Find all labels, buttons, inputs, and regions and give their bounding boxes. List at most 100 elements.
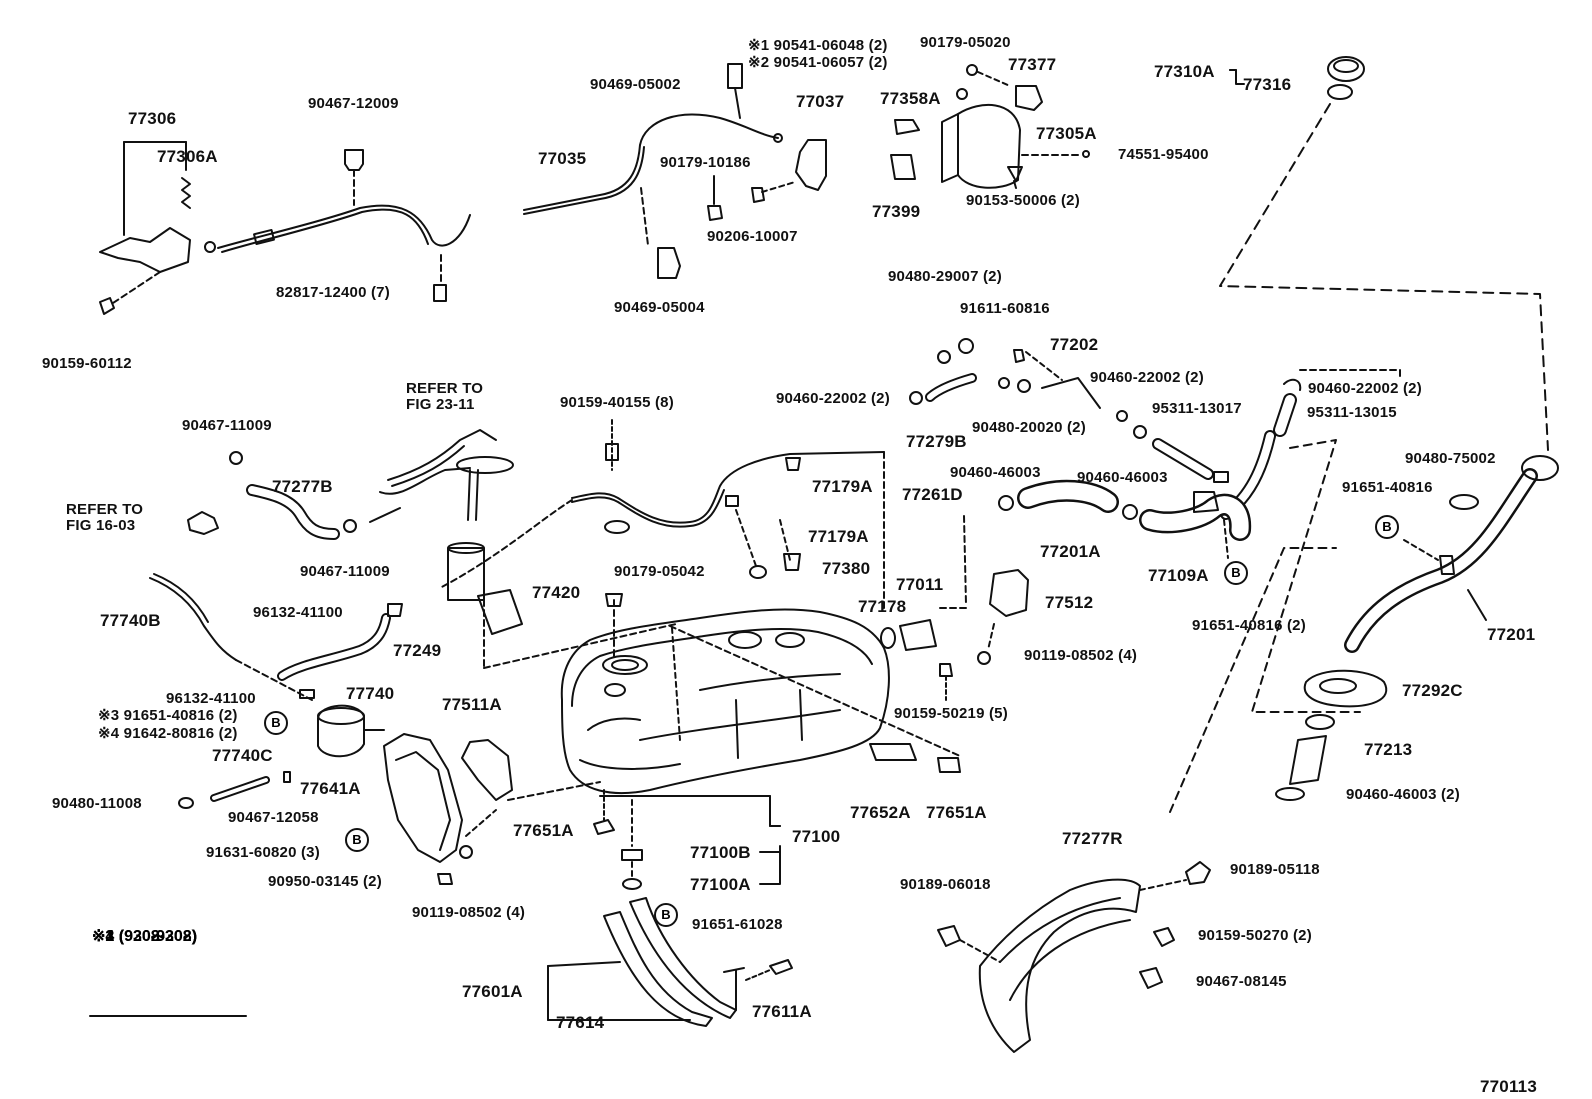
part-label-l80: 91631-60820 (3) bbox=[206, 844, 320, 861]
fuel-lid-group bbox=[890, 64, 1090, 189]
part-label-l71: 77641A bbox=[300, 779, 361, 798]
part-label-l81: 77100B bbox=[690, 843, 751, 862]
part-label-l92: 77614 bbox=[556, 1013, 605, 1032]
part-label-l87: 91651-61028 bbox=[692, 916, 783, 933]
part-label-l63: 96132-41100 bbox=[166, 690, 256, 707]
part-label-l20: 90153-50006 (2) bbox=[966, 192, 1080, 209]
part-label-l39: 90159-40155 (8) bbox=[560, 394, 674, 411]
part-label-l44: 90467-11009 bbox=[300, 563, 390, 580]
part-label-l07: ※1 90541-06048 (2) bbox=[748, 37, 888, 54]
protector-group bbox=[383, 733, 601, 885]
part-label-l51: 77380 bbox=[822, 559, 871, 578]
part-label-l55: 77512 bbox=[1045, 593, 1094, 612]
part-label-l21: 77310A bbox=[1154, 62, 1215, 81]
part-label-l85: 90189-06018 bbox=[900, 876, 991, 893]
part-label-l31: 90480-20020 (2) bbox=[972, 419, 1086, 436]
part-label-l70: 77213 bbox=[1364, 740, 1413, 759]
part-label-l83: 90950-03145 (2) bbox=[268, 873, 382, 890]
part-label-l84: 77100A bbox=[690, 875, 751, 894]
part-label-l12: 90206-10007 bbox=[707, 228, 798, 245]
cable-77035-group bbox=[523, 63, 827, 279]
part-label-l46: 77261D bbox=[902, 485, 963, 504]
part-label-l88: 90159-50270 (2) bbox=[1198, 927, 1312, 944]
part-label-l28: 90460-22002 (2) bbox=[776, 390, 890, 407]
part-label-l36: 91651-40816 bbox=[1342, 479, 1433, 496]
part-label-l32: 77279B bbox=[906, 432, 967, 451]
part-label-l67: 77511A bbox=[442, 695, 502, 714]
part-label-l09: 77037 bbox=[796, 92, 845, 111]
part-label-l10: 77035 bbox=[538, 149, 587, 168]
part-label-l13: 90469-05004 bbox=[614, 299, 705, 316]
fuel-pump-group bbox=[187, 429, 677, 669]
vent-hose-group bbox=[909, 338, 1401, 713]
part-label-l47: 77179A bbox=[808, 527, 869, 546]
part-label-l91: 77611A bbox=[752, 1002, 812, 1021]
part-label-l08: ※2 90541-06057 (2) bbox=[748, 54, 888, 71]
part-label-l53: 77011 bbox=[896, 575, 944, 594]
inlet-box-group bbox=[1169, 547, 1388, 813]
part-label-l52: 77420 bbox=[532, 583, 581, 602]
b-reference-marker: B bbox=[264, 711, 288, 735]
footnote-4: ※4 (9308- ) bbox=[92, 928, 198, 945]
part-label-l73: 90467-12058 bbox=[228, 809, 319, 826]
part-label-l18: 74551-95400 bbox=[1118, 146, 1209, 163]
opener-lever-group bbox=[99, 141, 471, 315]
fender-liner-group bbox=[937, 861, 1211, 1053]
part-label-l50: 90179-05042 bbox=[614, 563, 705, 580]
part-label-l57: 77201 bbox=[1487, 625, 1536, 644]
part-label-l69: 77740C bbox=[212, 746, 273, 765]
b-reference-marker: B bbox=[1375, 515, 1399, 539]
part-label-l64: 77740 bbox=[346, 684, 395, 703]
fuel-cap-group bbox=[1219, 56, 1549, 451]
part-label-l23: 90480-29007 (2) bbox=[888, 268, 1002, 285]
part-label-l33: 90460-46003 bbox=[950, 464, 1041, 481]
part-label-l49: 77109A bbox=[1148, 566, 1209, 585]
part-label-l41: 77277B bbox=[272, 477, 333, 496]
part-label-l16: 77358A bbox=[880, 89, 941, 108]
part-label-l68: 90159-50219 (5) bbox=[894, 705, 1008, 722]
part-label-l43: FIG 16-03 bbox=[66, 517, 136, 534]
part-label-l11: 90179-10186 bbox=[660, 154, 751, 171]
part-label-l62: 77292C bbox=[1402, 681, 1463, 700]
footnote-2: ※2 (9202- ) bbox=[92, 928, 198, 945]
part-label-l74: 90460-46003 (2) bbox=[1346, 786, 1460, 803]
canister-group bbox=[149, 573, 403, 809]
part-label-l24: 91611-60816 bbox=[960, 300, 1050, 317]
part-label-l14: 90179-05020 bbox=[920, 34, 1011, 51]
part-label-l86: 90119-08502 (4) bbox=[412, 904, 526, 921]
part-label-l40: 90467-11009 bbox=[182, 417, 272, 434]
tank-band-group bbox=[547, 897, 793, 1027]
part-label-l65: ※3 91651-40816 (2) bbox=[98, 707, 238, 724]
footnote-3: ※3 ( -9308) bbox=[92, 928, 198, 945]
part-label-l02: 77306A bbox=[157, 147, 218, 166]
part-label-l77: 77651A bbox=[513, 821, 574, 840]
part-label-l42: REFER TO bbox=[66, 501, 144, 518]
part-label-l78: 77100 bbox=[792, 827, 841, 846]
part-label-l58: 77740B bbox=[100, 611, 161, 630]
fuel-tank bbox=[560, 593, 961, 890]
b-reference-marker: B bbox=[654, 903, 678, 927]
part-label-l22: 77316 bbox=[1243, 75, 1292, 94]
part-label-l25: 77202 bbox=[1050, 335, 1099, 354]
b-reference-marker: B bbox=[1224, 561, 1248, 585]
part-label-l45: 77179A bbox=[812, 477, 873, 496]
part-label-l79: 77277R bbox=[1062, 829, 1123, 848]
part-label-l93: 770113 bbox=[1480, 1077, 1537, 1096]
part-label-l72: 90480-11008 bbox=[52, 795, 142, 812]
part-label-l54: 77178 bbox=[858, 597, 907, 616]
part-label-l30: 95311-13015 bbox=[1307, 404, 1397, 421]
footnote-1: ※1 ( -9202) bbox=[92, 928, 198, 945]
part-label-l05: 90159-60112 bbox=[42, 355, 132, 372]
part-label-l76: 77651A bbox=[926, 803, 987, 822]
sender-gauge-group bbox=[869, 569, 1029, 773]
part-label-l59: 96132-41100 bbox=[253, 604, 343, 621]
part-label-l27: 90460-22002 (2) bbox=[1308, 380, 1422, 397]
part-label-l04: 82817-12400 (7) bbox=[276, 284, 390, 301]
part-label-l19: 77399 bbox=[872, 202, 921, 221]
part-label-l17: 77305A bbox=[1036, 124, 1097, 143]
part-label-l75: 77652A bbox=[850, 803, 911, 822]
part-label-l26: 90460-22002 (2) bbox=[1090, 369, 1204, 386]
part-label-l37: REFER TO bbox=[406, 380, 484, 397]
